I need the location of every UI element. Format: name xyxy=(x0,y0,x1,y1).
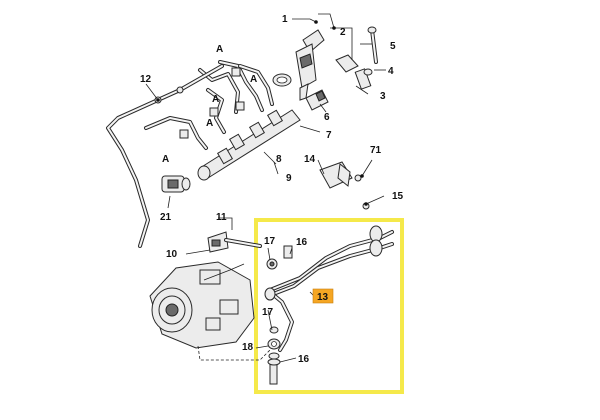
callout-17b: 17 xyxy=(262,307,274,318)
callout-labels: 1 2 5 4 3 6 7 8 9 12 14 71 15 21 11 10 1… xyxy=(140,14,404,365)
callout-71: 71 xyxy=(370,145,382,156)
callout-8: 8 xyxy=(276,154,282,165)
highlight-frame xyxy=(254,218,404,394)
high-pressure-pump xyxy=(149,261,271,361)
callout-A2: A xyxy=(250,74,257,85)
callout-11: 11 xyxy=(216,212,227,223)
fuel-rail xyxy=(197,89,329,181)
callout-9: 9 xyxy=(286,173,292,184)
callout-16a: 16 xyxy=(296,237,308,248)
callout-10: 10 xyxy=(166,249,178,260)
injector-lines xyxy=(144,60,274,150)
high-pressure-pipe[interactable] xyxy=(264,225,394,352)
return-line xyxy=(106,64,224,248)
callout-13: 13 xyxy=(317,292,329,303)
callout-A4: A xyxy=(206,118,213,129)
callout-21: 21 xyxy=(160,212,172,223)
injector-assembly xyxy=(272,26,378,101)
callout-4: 4 xyxy=(388,66,394,77)
callout-15: 15 xyxy=(392,191,404,202)
bracket xyxy=(319,161,370,210)
callout-6: 6 xyxy=(324,112,330,123)
callout-A3: A xyxy=(212,94,219,105)
callout-3: 3 xyxy=(380,91,386,102)
callout-16b: 16 xyxy=(298,354,310,365)
callout-5: 5 xyxy=(390,41,396,52)
callout-7: 7 xyxy=(326,130,332,141)
callout-A5: A xyxy=(162,154,169,165)
leader-lines xyxy=(145,13,386,363)
pipe-clip xyxy=(207,231,262,253)
part-13-badge[interactable]: 13 xyxy=(312,288,334,304)
callout-18: 18 xyxy=(242,342,254,353)
callout-14: 14 xyxy=(304,154,316,165)
callout-12: 12 xyxy=(140,74,152,85)
callout-A1: A xyxy=(216,44,223,55)
callout-2: 2 xyxy=(340,27,346,38)
callout-1: 1 xyxy=(282,14,288,25)
callout-17a: 17 xyxy=(264,236,276,247)
fuel-sensor xyxy=(161,175,191,193)
